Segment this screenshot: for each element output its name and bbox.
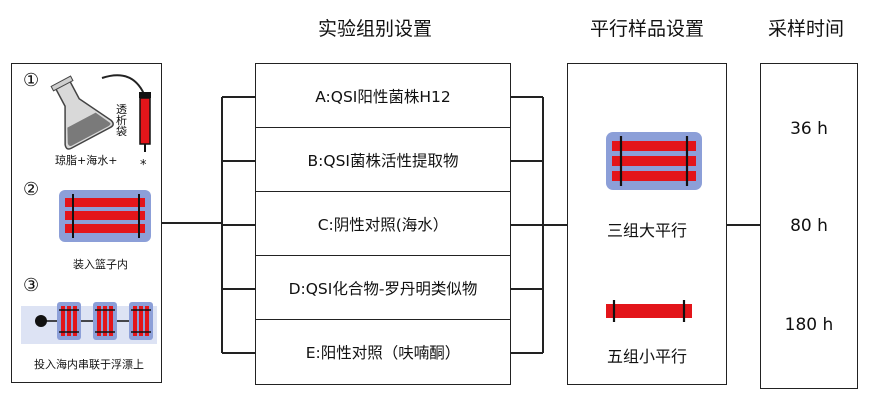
small-parallel-label: 五组小平行 <box>606 347 687 366</box>
asterisk-mark: * <box>140 158 147 173</box>
basket-with-tubes-icon <box>59 190 151 242</box>
large-basket-icon <box>606 132 702 190</box>
group-a: A:QSI阳性菌株H12 <box>256 64 510 128</box>
buoy-icon <box>35 315 47 327</box>
sampling-time-3: 180 h <box>784 315 834 335</box>
sampling-header: 采样时间 <box>767 18 844 40</box>
parallels-box: 三组大平行 五组小平行 <box>567 63 727 385</box>
floating-baskets-icon <box>21 302 157 344</box>
dialysis-bag-label: 透析袋 <box>116 103 127 138</box>
group-d: D:QSI化合物-罗丹明类似物 <box>256 256 510 320</box>
groups-box: A:QSI阳性菌株H12 B:QSI菌株活性提取物 C:阴性对照(海水） D:Q… <box>255 63 511 385</box>
group-c: C:阴性对照(海水） <box>256 192 510 256</box>
step-1-label: 琼脂+海水+ <box>55 154 118 167</box>
sampling-time-2: 80 h <box>790 216 828 236</box>
step-3-number: ③ <box>23 275 40 296</box>
group-e: E:阳性对照（呋喃酮） <box>305 343 461 362</box>
groups-header: 实验组别设置 <box>317 18 432 40</box>
large-parallel-label: 三组大平行 <box>606 221 687 240</box>
step-2-label: 装入篮子内 <box>73 258 128 271</box>
step-2-number: ② <box>23 179 40 200</box>
parallels-header: 平行样品设置 <box>589 18 704 40</box>
step-3-label: 投入海内串联于浮漂上 <box>34 358 144 371</box>
small-tube-icon <box>606 300 692 322</box>
step-1-number: ① <box>23 70 40 91</box>
sampling-box: 36 h 80 h 180 h <box>760 63 858 389</box>
group-b: B:QSI菌株活性提取物 <box>256 128 510 192</box>
sampling-time-1: 36 h <box>790 119 828 139</box>
flask-with-dialysis-bag-icon <box>50 74 151 152</box>
